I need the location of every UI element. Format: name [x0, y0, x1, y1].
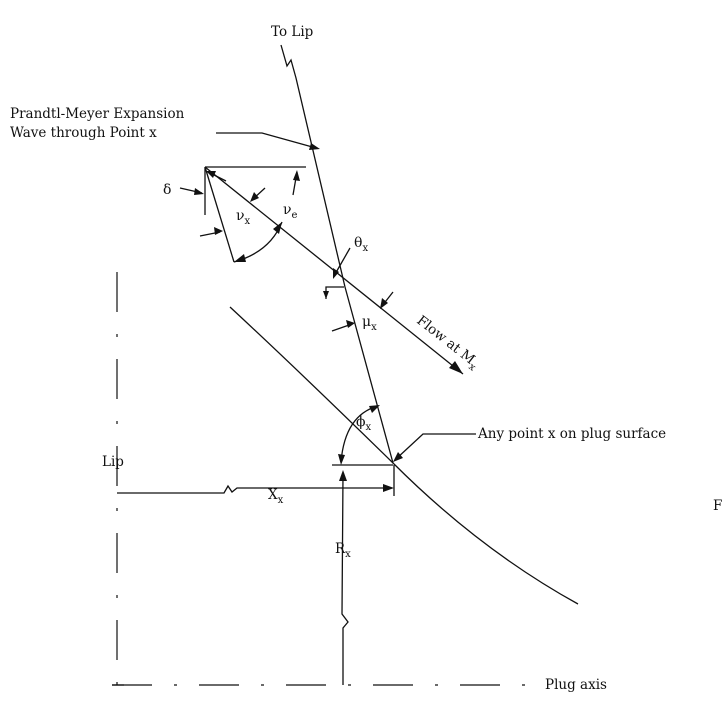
any-point-leader-head	[393, 452, 403, 462]
flow-label-group: Flow at Mx	[412, 313, 483, 374]
to-lip-line	[280, 44, 394, 464]
mu-x-arrow-left	[346, 320, 355, 328]
nu-x-label: νx	[236, 208, 251, 227]
lip-label: Lip	[102, 454, 124, 470]
any-point-label: Any point x on plug surface	[477, 426, 666, 442]
corner-marker	[325, 286, 344, 299]
wave-label-pointer-head	[309, 143, 320, 150]
xx-symbol: X	[268, 487, 278, 503]
plug-axis-label: Plug axis	[545, 677, 607, 693]
mach-line-left	[204, 166, 235, 263]
nu-x-subscript: x	[245, 216, 251, 227]
phi-x-label: ϕx	[356, 414, 372, 433]
nu-x-symbol: ν	[236, 208, 245, 224]
wave-label-line1: Prandtl-Meyer Expansion	[10, 106, 185, 122]
delta-label: δ	[163, 182, 171, 198]
mu-x-subscript: x	[371, 322, 377, 333]
mu-x-arrow-right	[380, 298, 388, 309]
nu-e-subscript: e	[292, 210, 298, 221]
edge-fragment-label: F	[713, 498, 722, 514]
nu-e-label: νe	[283, 202, 298, 221]
rx-symbol: R	[335, 541, 346, 557]
phi-x-subscript: x	[366, 422, 372, 433]
nu-x-arrow-left	[214, 227, 223, 235]
corner-marker-head	[323, 291, 329, 299]
wave-label-line2: Wave through Point x	[10, 125, 157, 141]
to-lip-label: To Lip	[271, 24, 313, 40]
any-point-leader	[395, 433, 476, 460]
rx-dimension-line	[341, 473, 349, 685]
flow-label-subscript: x	[466, 361, 478, 373]
delta-arrow-head	[194, 188, 204, 195]
xx-dimension-arrowhead	[383, 484, 394, 492]
xx-subscript: x	[278, 495, 284, 506]
nu-x-arc-arrow-1	[234, 254, 246, 262]
wave-label-pointer	[216, 132, 317, 149]
xx-dimension-line	[117, 484, 392, 494]
rx-subscript: x	[345, 549, 351, 560]
rx-label: Rx	[335, 541, 351, 560]
xx-label: Xx	[268, 487, 284, 506]
nu-e-arrow-head	[293, 170, 300, 181]
mu-x-symbol: μ	[362, 314, 371, 330]
nu-x-arc-arrow-2	[273, 222, 282, 234]
theta-x-symbol: θ	[354, 235, 362, 251]
theta-x-arrow-head	[333, 268, 339, 279]
flow-label: Flow at Mx	[412, 313, 483, 374]
phi-x-arc-arrow-2	[369, 405, 380, 413]
delta-arrow-head-2	[206, 171, 216, 178]
nu-x-arrow-top	[250, 192, 259, 202]
phi-x-symbol: ϕ	[356, 414, 366, 430]
plug-surface-curve	[229, 306, 579, 605]
theta-x-label: θx	[354, 235, 368, 254]
rx-dimension-arrowhead	[339, 470, 347, 481]
phi-x-arc-arrow-1	[338, 454, 345, 465]
flow-arrowhead	[449, 361, 463, 374]
mu-x-label: μx	[362, 314, 377, 333]
nu-e-symbol: ν	[283, 202, 292, 218]
theta-x-subscript: x	[362, 243, 368, 254]
